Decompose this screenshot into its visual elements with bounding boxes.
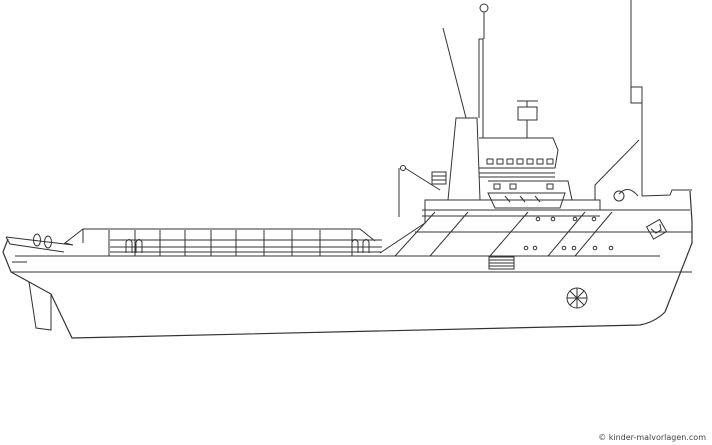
bridge (479, 100, 573, 209)
cargo-railing (108, 230, 382, 256)
forward-superstructure (379, 199, 692, 309)
aft-crane (398, 165, 447, 217)
stern-deck (5, 228, 376, 253)
fore-mast (594, 0, 692, 202)
rudder (28, 281, 52, 331)
funnel (442, 3, 489, 201)
copyright-credit: © kinder-malvorlagen.com (598, 433, 706, 442)
hull (2, 190, 693, 339)
